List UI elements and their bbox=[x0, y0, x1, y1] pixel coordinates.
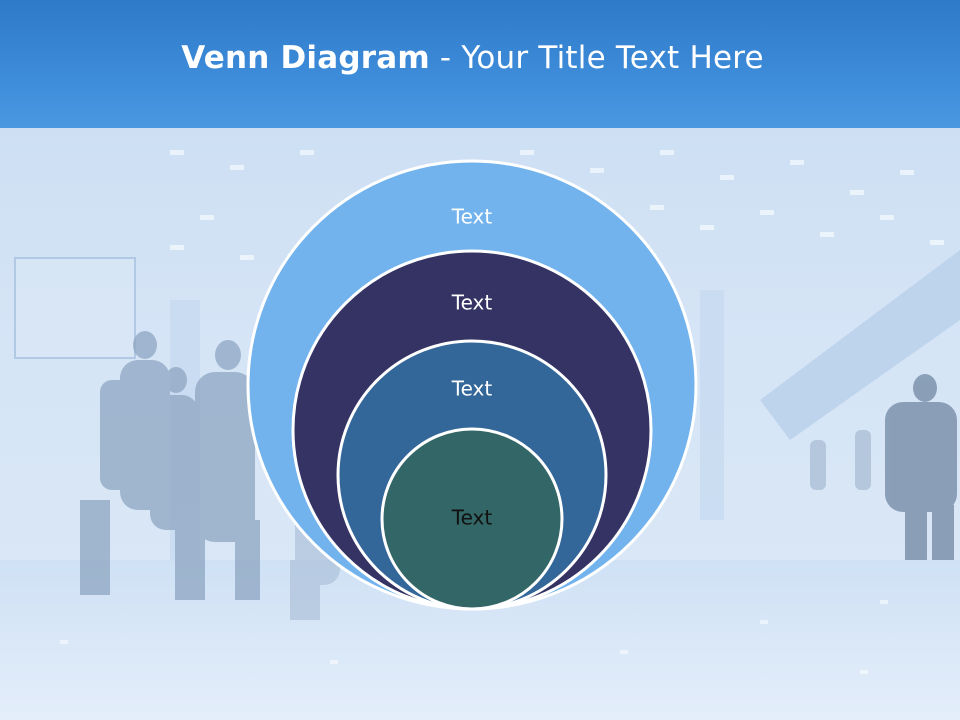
page-title: Venn Diagram - Your Title Text Here bbox=[0, 40, 945, 76]
title-bold: Venn Diagram bbox=[181, 40, 430, 76]
inner-circle-label: Text bbox=[451, 506, 493, 530]
title-band bbox=[0, 0, 960, 128]
third-circle-label: Text bbox=[451, 377, 493, 401]
second-circle-label: Text bbox=[451, 291, 493, 315]
outer-circle-label: Text bbox=[451, 205, 493, 229]
inner-circle bbox=[380, 427, 564, 611]
title-rest: - Your Title Text Here bbox=[429, 40, 764, 76]
